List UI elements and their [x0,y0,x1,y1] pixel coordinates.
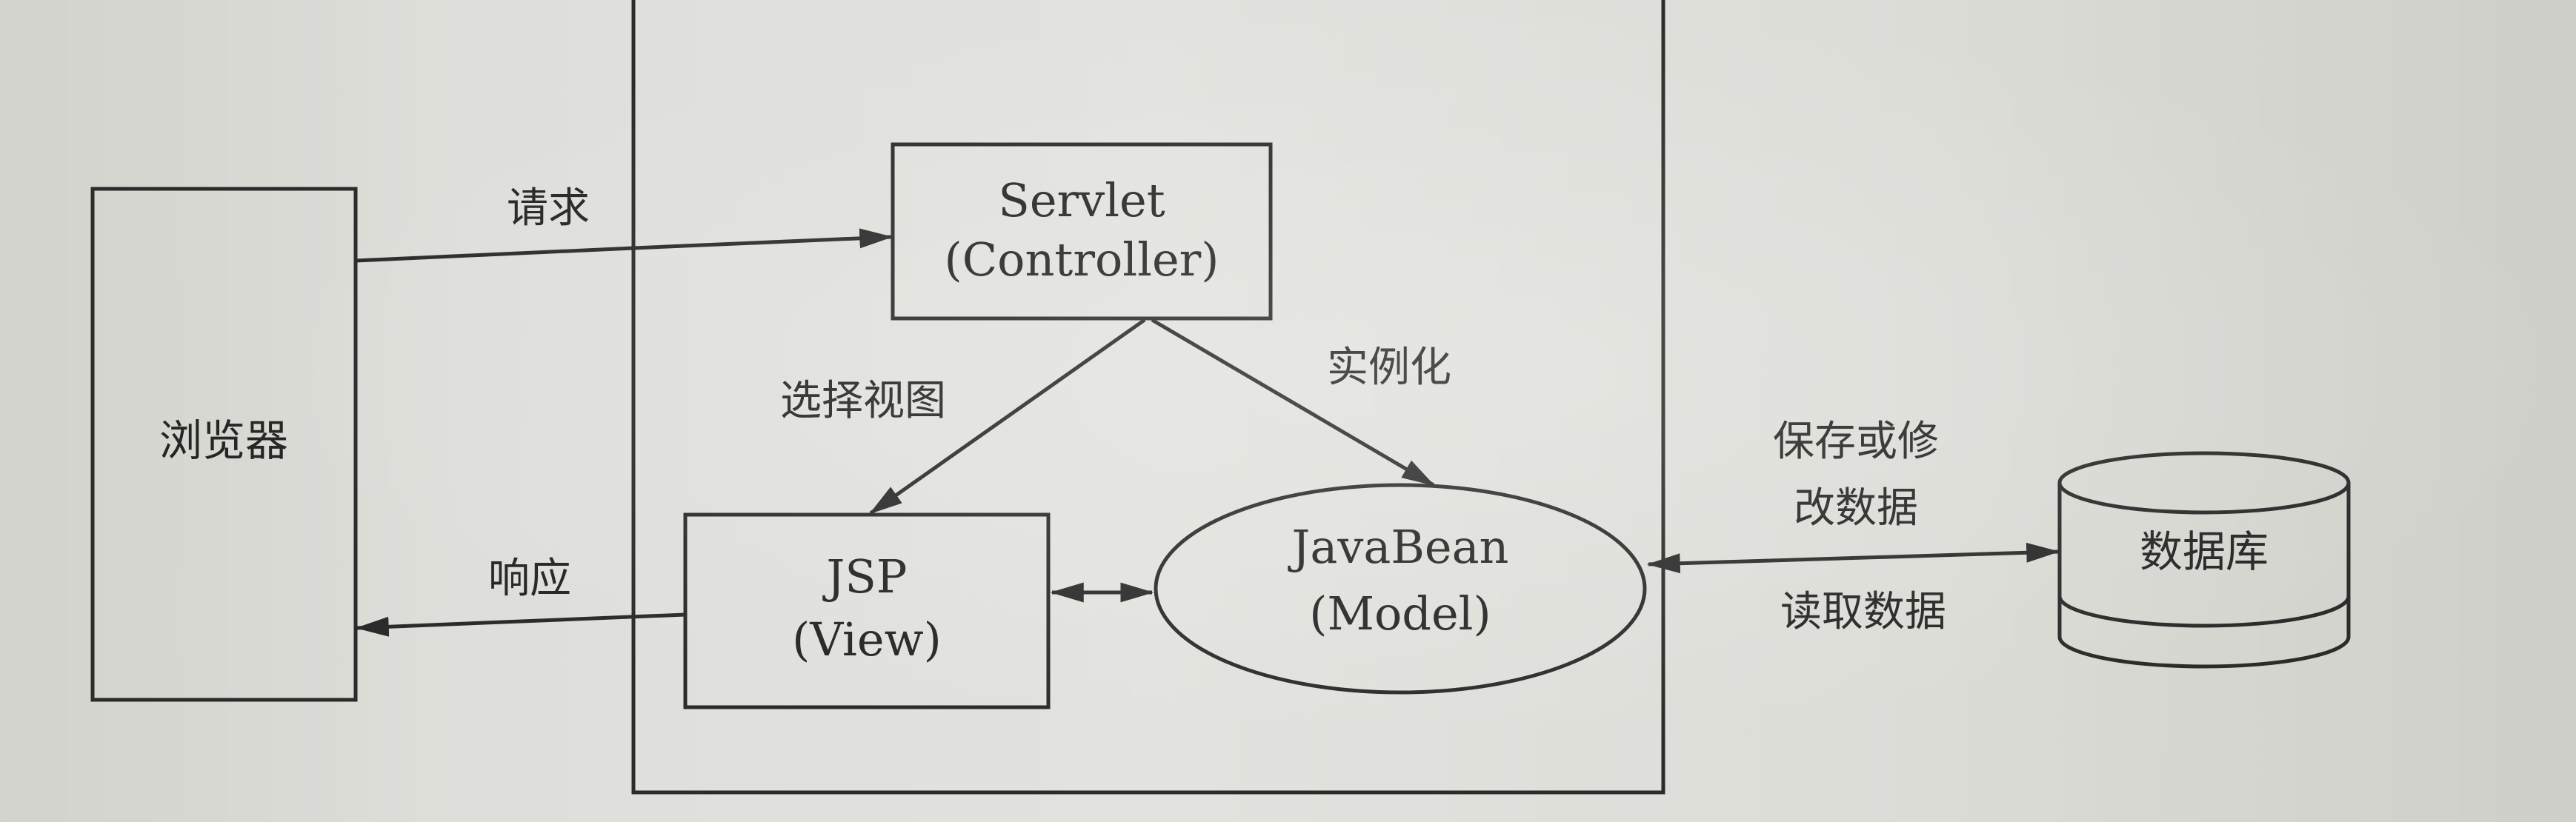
servlet-label: Servlet [998,173,1165,227]
servlet-box [891,142,1273,321]
jsp-label: JSP [822,549,907,604]
select-view-label: 选择视图 [780,377,946,425]
servlet-node: Servlet (Controller) [891,142,1273,321]
response-edge: 响应 [355,555,686,637]
database-label: 数据库 [2140,527,2269,577]
database-cylinder-band [2057,595,2351,628]
view-label: (View) [792,612,942,666]
database-cylinder-top [2057,451,2351,515]
browser-box [90,187,358,702]
select-view-arrow [869,318,1146,515]
request-label: 请求 [507,184,590,233]
request-arrow [355,228,893,263]
instantiate-label: 实例化 [1327,344,1451,392]
response-label: 响应 [488,555,571,603]
model-label: (Model) [1309,587,1491,641]
javabean-database-edge: 保存或修 改数据 读取数据 [1646,418,2060,636]
request-edge: 请求 [355,184,893,263]
database-cylinder-body [2057,483,2351,669]
server-container-box [631,0,1665,795]
javabean-database-arrow [1646,542,2060,574]
jsp-node: JSP (View) [683,512,1051,709]
select-view-edge: 选择视图 [780,318,1146,515]
javabean-label: JavaBean [1288,520,1509,574]
jsp-box [683,512,1051,709]
save-modify-label-line2: 改数据 [1794,484,1918,532]
instantiate-edge: 实例化 [1151,318,1451,487]
browser-label: 浏览器 [159,415,288,466]
controller-label: (Controller) [945,233,1219,287]
browser-node: 浏览器 [90,187,358,702]
read-data-label: 读取数据 [1780,588,1946,636]
response-arrow [355,612,686,637]
save-modify-label-line1: 保存或修 [1773,418,1939,466]
javabean-node: JavaBean (Model) [1154,483,1647,695]
instantiate-arrow [1151,318,1435,487]
database-node: 数据库 [2057,451,2351,669]
javabean-ellipse [1154,483,1647,695]
